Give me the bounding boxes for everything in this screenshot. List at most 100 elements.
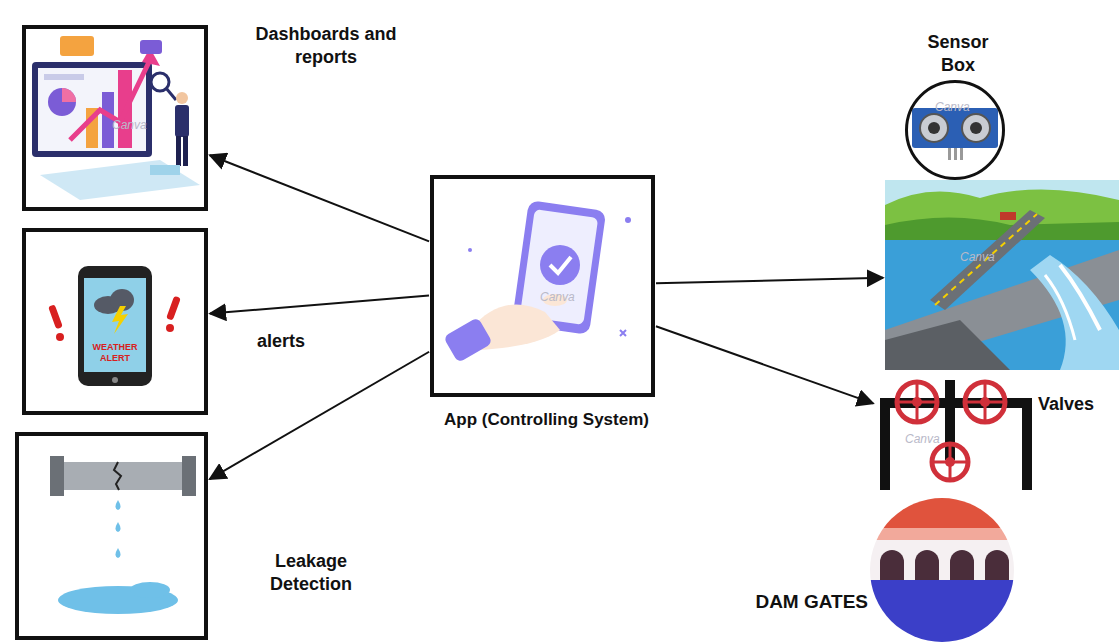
app-box: App (Controlling System) xyxy=(430,175,655,397)
valves-image: Valves xyxy=(875,375,1035,490)
dashboard-illustration-part xyxy=(176,136,181,166)
dashboard-illustration-part xyxy=(32,62,152,157)
dam-illustration-part xyxy=(935,214,1037,305)
ultrasonic-sensor-part xyxy=(928,122,940,134)
dam-gates-illustration-part xyxy=(870,528,1014,540)
leaking-pipe-part xyxy=(116,500,121,510)
sensor-circle: Sensor Box xyxy=(905,80,1005,180)
box-heading: App (Controlling System) xyxy=(424,409,669,430)
dam-illustration-part xyxy=(885,180,1119,370)
dam-illustration-part xyxy=(885,320,1010,370)
dam-illustration-part xyxy=(1000,212,1016,220)
dam-illustration-part xyxy=(885,240,1119,370)
valve-assembly-part xyxy=(897,382,1005,480)
ultrasonic-sensor-part xyxy=(907,82,1003,178)
ultrasonic-sensor-part xyxy=(912,108,998,148)
watermark: Canva xyxy=(935,100,970,114)
box-heading: Leakage Detection xyxy=(251,550,371,595)
connector-arrow xyxy=(210,155,429,241)
dashboard-illustration-part xyxy=(166,88,176,100)
dam-gates-illustration-part-part xyxy=(880,550,904,580)
dam-gates-circle: DAM GATES xyxy=(870,498,1015,642)
dam-image xyxy=(885,180,1119,370)
weather-alert-phone-part xyxy=(112,377,118,383)
dashboard-illustration-part xyxy=(140,40,162,54)
valve-assembly xyxy=(880,380,1032,490)
hand-phone-illustration-part xyxy=(443,317,493,363)
dam-gates-illustration-part xyxy=(880,550,1009,580)
ultrasonic-sensor-part xyxy=(962,114,990,142)
dashboard-illustration-part xyxy=(183,136,188,166)
dashboard-illustration-part xyxy=(60,36,94,56)
leakage-box: Leakage Detection xyxy=(15,432,208,640)
connector-arrow xyxy=(656,326,873,403)
watermark: Canva xyxy=(112,118,147,132)
dam-illustration-part xyxy=(1045,275,1075,340)
leaking-pipe-part xyxy=(114,462,121,490)
dashboard-illustration-part xyxy=(48,88,76,116)
dam-gates-illustration-part-part xyxy=(915,550,939,580)
dam-gates-illustration-part xyxy=(870,540,1014,580)
watermark: Canva xyxy=(905,432,940,446)
connector-arrow xyxy=(656,278,883,283)
dam-illustration-part xyxy=(930,210,1045,310)
ultrasonic-sensor-part xyxy=(954,148,957,160)
dam-illustration-part xyxy=(1030,255,1119,370)
dashboard-illustration-part xyxy=(175,105,189,137)
dashboard-illustration-part xyxy=(176,92,188,104)
dam-gates-illustration xyxy=(870,498,1014,642)
valve-assembly-part xyxy=(1022,404,1032,490)
dashboard-illustration-part xyxy=(150,165,180,175)
dam-gates-illustration-part xyxy=(870,498,1014,528)
dashboard-illustration-part xyxy=(70,60,150,140)
alerts-box: alertsWEATHER ALERT xyxy=(22,228,208,415)
box-heading: Sensor Box xyxy=(913,31,1003,76)
dam-illustration-part xyxy=(1060,265,1100,330)
valve-assembly-part xyxy=(912,397,922,407)
hand-phone-illustration-part xyxy=(468,248,472,252)
weather-alert-phone-part xyxy=(84,278,146,372)
hand-phone-illustration-part xyxy=(625,217,631,223)
dam-illustration-part xyxy=(885,250,1119,370)
leaking-pipe-part xyxy=(116,548,121,558)
leaking-pipe-part xyxy=(60,462,186,490)
box-heading: alerts xyxy=(236,330,326,353)
dashboard-illustration xyxy=(32,36,200,200)
hand-phone-illustration-part xyxy=(540,245,580,285)
dashboard-illustration-part xyxy=(44,74,84,80)
leaking-pipe-part xyxy=(130,582,170,598)
weather-alert-phone-part xyxy=(48,304,63,329)
weather-alert-phone-part xyxy=(112,306,128,334)
valve-assembly-part-part xyxy=(897,382,1005,480)
box-heading: Valves xyxy=(1038,393,1114,416)
leaking-pipe-part xyxy=(50,456,64,496)
leaking-pipe-part xyxy=(116,522,121,532)
ultrasonic-sensor-part xyxy=(960,148,963,160)
dam-gates-illustration-part xyxy=(870,580,1014,642)
dam-gates-illustration-part-part xyxy=(950,550,974,580)
dashboard-illustration-part xyxy=(40,160,200,200)
dashboard-illustration-part xyxy=(62,88,76,102)
valve-assembly-part xyxy=(945,457,955,467)
dam-gates-illustration-part-part xyxy=(985,550,1009,580)
watermark: Canva xyxy=(960,250,995,264)
hand-phone-illustration-part xyxy=(620,330,626,336)
valve-assembly-part xyxy=(880,404,890,490)
ultrasonic-sensor-part xyxy=(970,122,982,134)
valve-assembly-part xyxy=(980,397,990,407)
connector-arrow xyxy=(210,295,429,313)
dam-illustration xyxy=(885,180,1119,370)
dashboard-illustration-part xyxy=(38,68,146,151)
weather-alert-phone-part xyxy=(166,324,174,332)
weather-alert-phone-part xyxy=(166,296,181,321)
weather-alert-phone xyxy=(48,266,181,386)
box-heading: Dashboards and reports xyxy=(226,23,426,68)
connector-arrow xyxy=(210,352,429,479)
phone-text: WEATHER ALERT xyxy=(86,342,144,365)
ultrasonic-sensor-part xyxy=(948,148,951,160)
hand-phone-illustration xyxy=(443,200,631,363)
leaking-pipe xyxy=(50,456,196,614)
